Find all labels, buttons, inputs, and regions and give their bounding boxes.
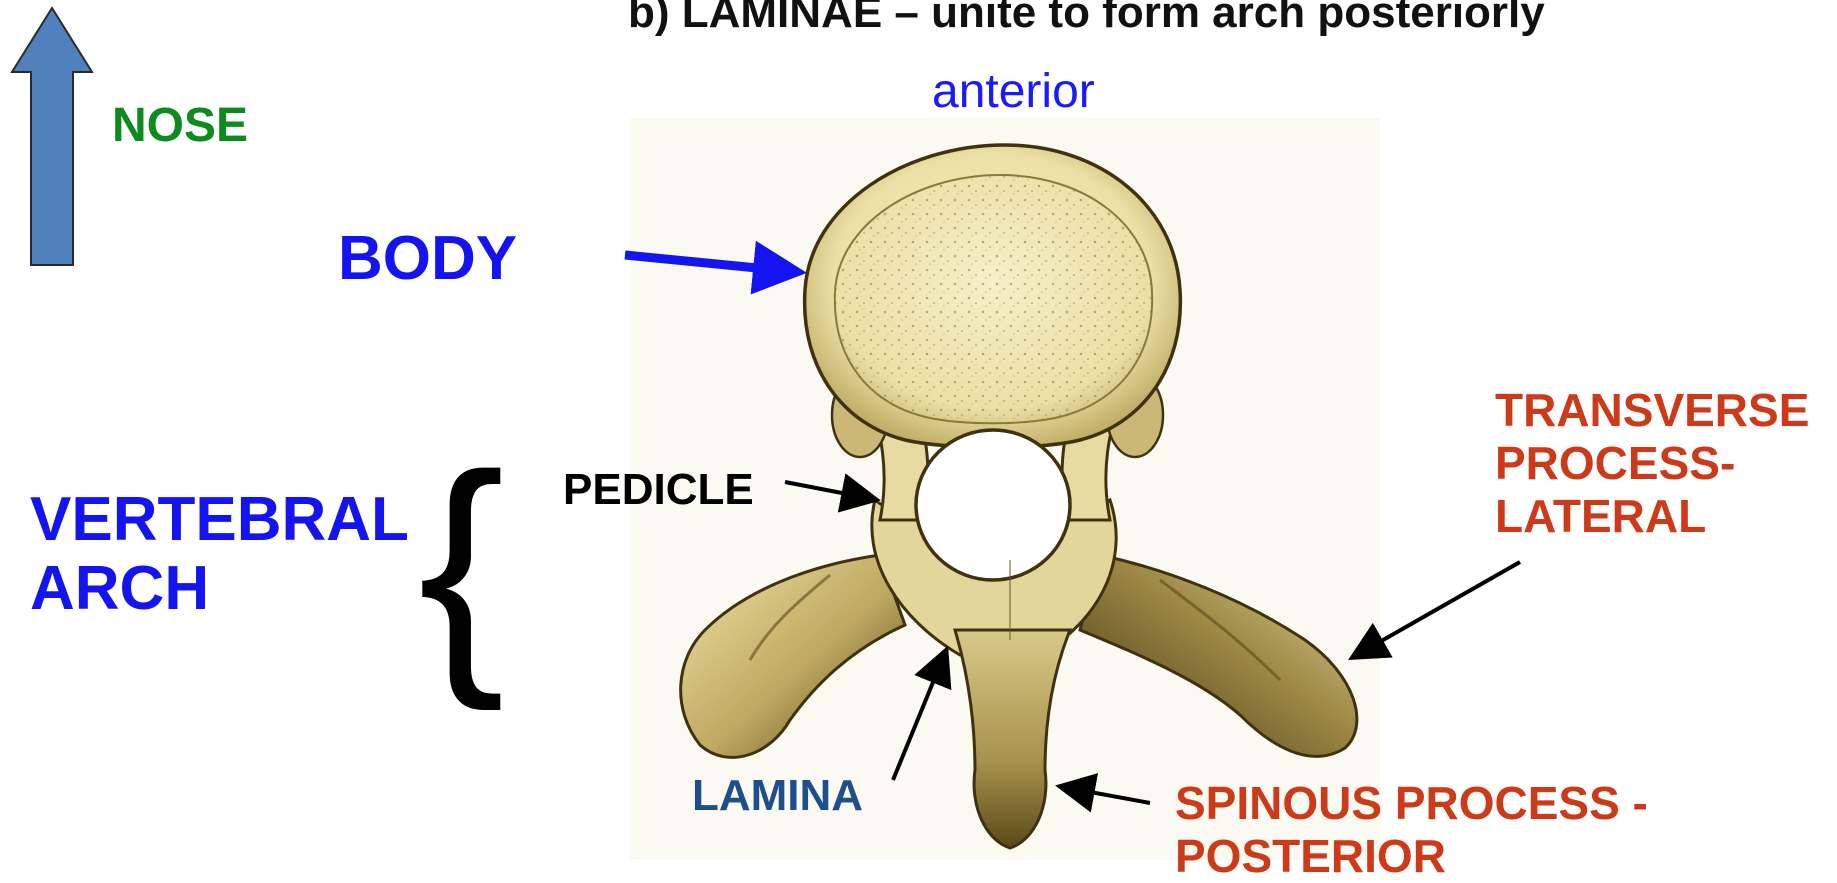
vertebral-arch-label: VERTEBRAL ARCH [30,486,409,624]
transverse-line-1: TRANSVERSE [1495,384,1809,437]
nose-label: NOSE [112,102,248,150]
lamina-label: LAMINA [692,774,863,818]
vertebral-arch-line-2: ARCH [30,555,409,624]
vertebral-foramen [916,430,1070,580]
spinous-process-label: SPINOUS PROCESS - POSTERIOR [1175,777,1648,883]
anterior-label: anterior [932,68,1095,116]
transverse-line-2: PROCESS- [1495,437,1809,490]
body-label: BODY [338,228,517,290]
up-arrow-icon [12,8,92,265]
vertebral-arch-line-1: VERTEBRAL [30,486,409,555]
page-title: b) LAMINAE – unite to form arch posterio… [628,0,1545,35]
pedicle-label: PEDICLE [563,468,754,512]
spinous-line-2: POSTERIOR [1175,830,1648,883]
curly-brace-icon: { [418,450,505,684]
spinous-line-1: SPINOUS PROCESS - [1175,777,1648,830]
vertebral-body-texture [835,175,1152,423]
transverse-line-3: LATERAL [1495,490,1809,543]
transverse-process-label: TRANSVERSE PROCESS- LATERAL [1495,384,1809,543]
